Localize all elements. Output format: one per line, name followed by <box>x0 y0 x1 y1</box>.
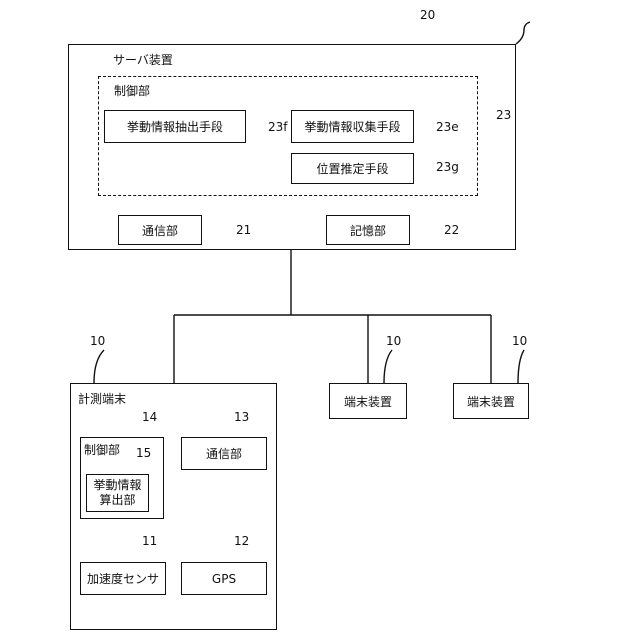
ref-10-device1: 10 <box>386 334 401 348</box>
behavior-collect-means: 挙動情報収集手段 <box>291 110 414 143</box>
ref-20: 20 <box>420 8 435 22</box>
measurement-terminal-title: 計測端末 <box>78 390 126 407</box>
ref-14: 14 <box>142 410 157 424</box>
behavior-calc-unit: 挙動情報 算出部 <box>86 474 149 512</box>
terminal-comm-unit: 通信部 <box>181 437 267 470</box>
ref-15: 15 <box>136 446 151 460</box>
leader-20 <box>516 22 530 44</box>
ref-23f: 23f <box>268 120 288 134</box>
ref-12: 12 <box>234 534 249 548</box>
server-device-title: サーバ装置 <box>113 51 173 68</box>
position-estimate-means: 位置推定手段 <box>291 153 414 184</box>
ref-10-measure: 10 <box>90 334 105 348</box>
server-comm-unit: 通信部 <box>118 215 202 245</box>
ref-23e: 23e <box>436 120 459 134</box>
server-control-title: 制御部 <box>114 82 150 99</box>
behavior-extract-means: 挙動情報抽出手段 <box>104 110 246 143</box>
ref-11: 11 <box>142 534 157 548</box>
terminal-control-title: 制御部 <box>84 441 120 458</box>
leader-10-device2 <box>518 350 524 383</box>
ref-22: 22 <box>444 223 459 237</box>
behavior-calc-label-line2: 算出部 <box>99 493 135 508</box>
behavior-calc-label-line1: 挙動情報 <box>93 478 141 493</box>
terminal-device-2: 端末装置 <box>453 383 529 419</box>
server-storage-unit: 記憶部 <box>326 215 410 245</box>
gps-unit: GPS <box>181 562 267 595</box>
ref-21: 21 <box>236 223 251 237</box>
ref-23g: 23g <box>436 160 459 174</box>
ref-23: 23 <box>496 108 511 122</box>
accel-sensor: 加速度センサ <box>80 562 166 595</box>
terminal-device-1: 端末装置 <box>329 383 407 419</box>
ref-13: 13 <box>234 410 249 424</box>
leader-10-device1 <box>384 350 392 383</box>
leader-10-measure <box>94 350 104 383</box>
ref-10-device2: 10 <box>512 334 527 348</box>
